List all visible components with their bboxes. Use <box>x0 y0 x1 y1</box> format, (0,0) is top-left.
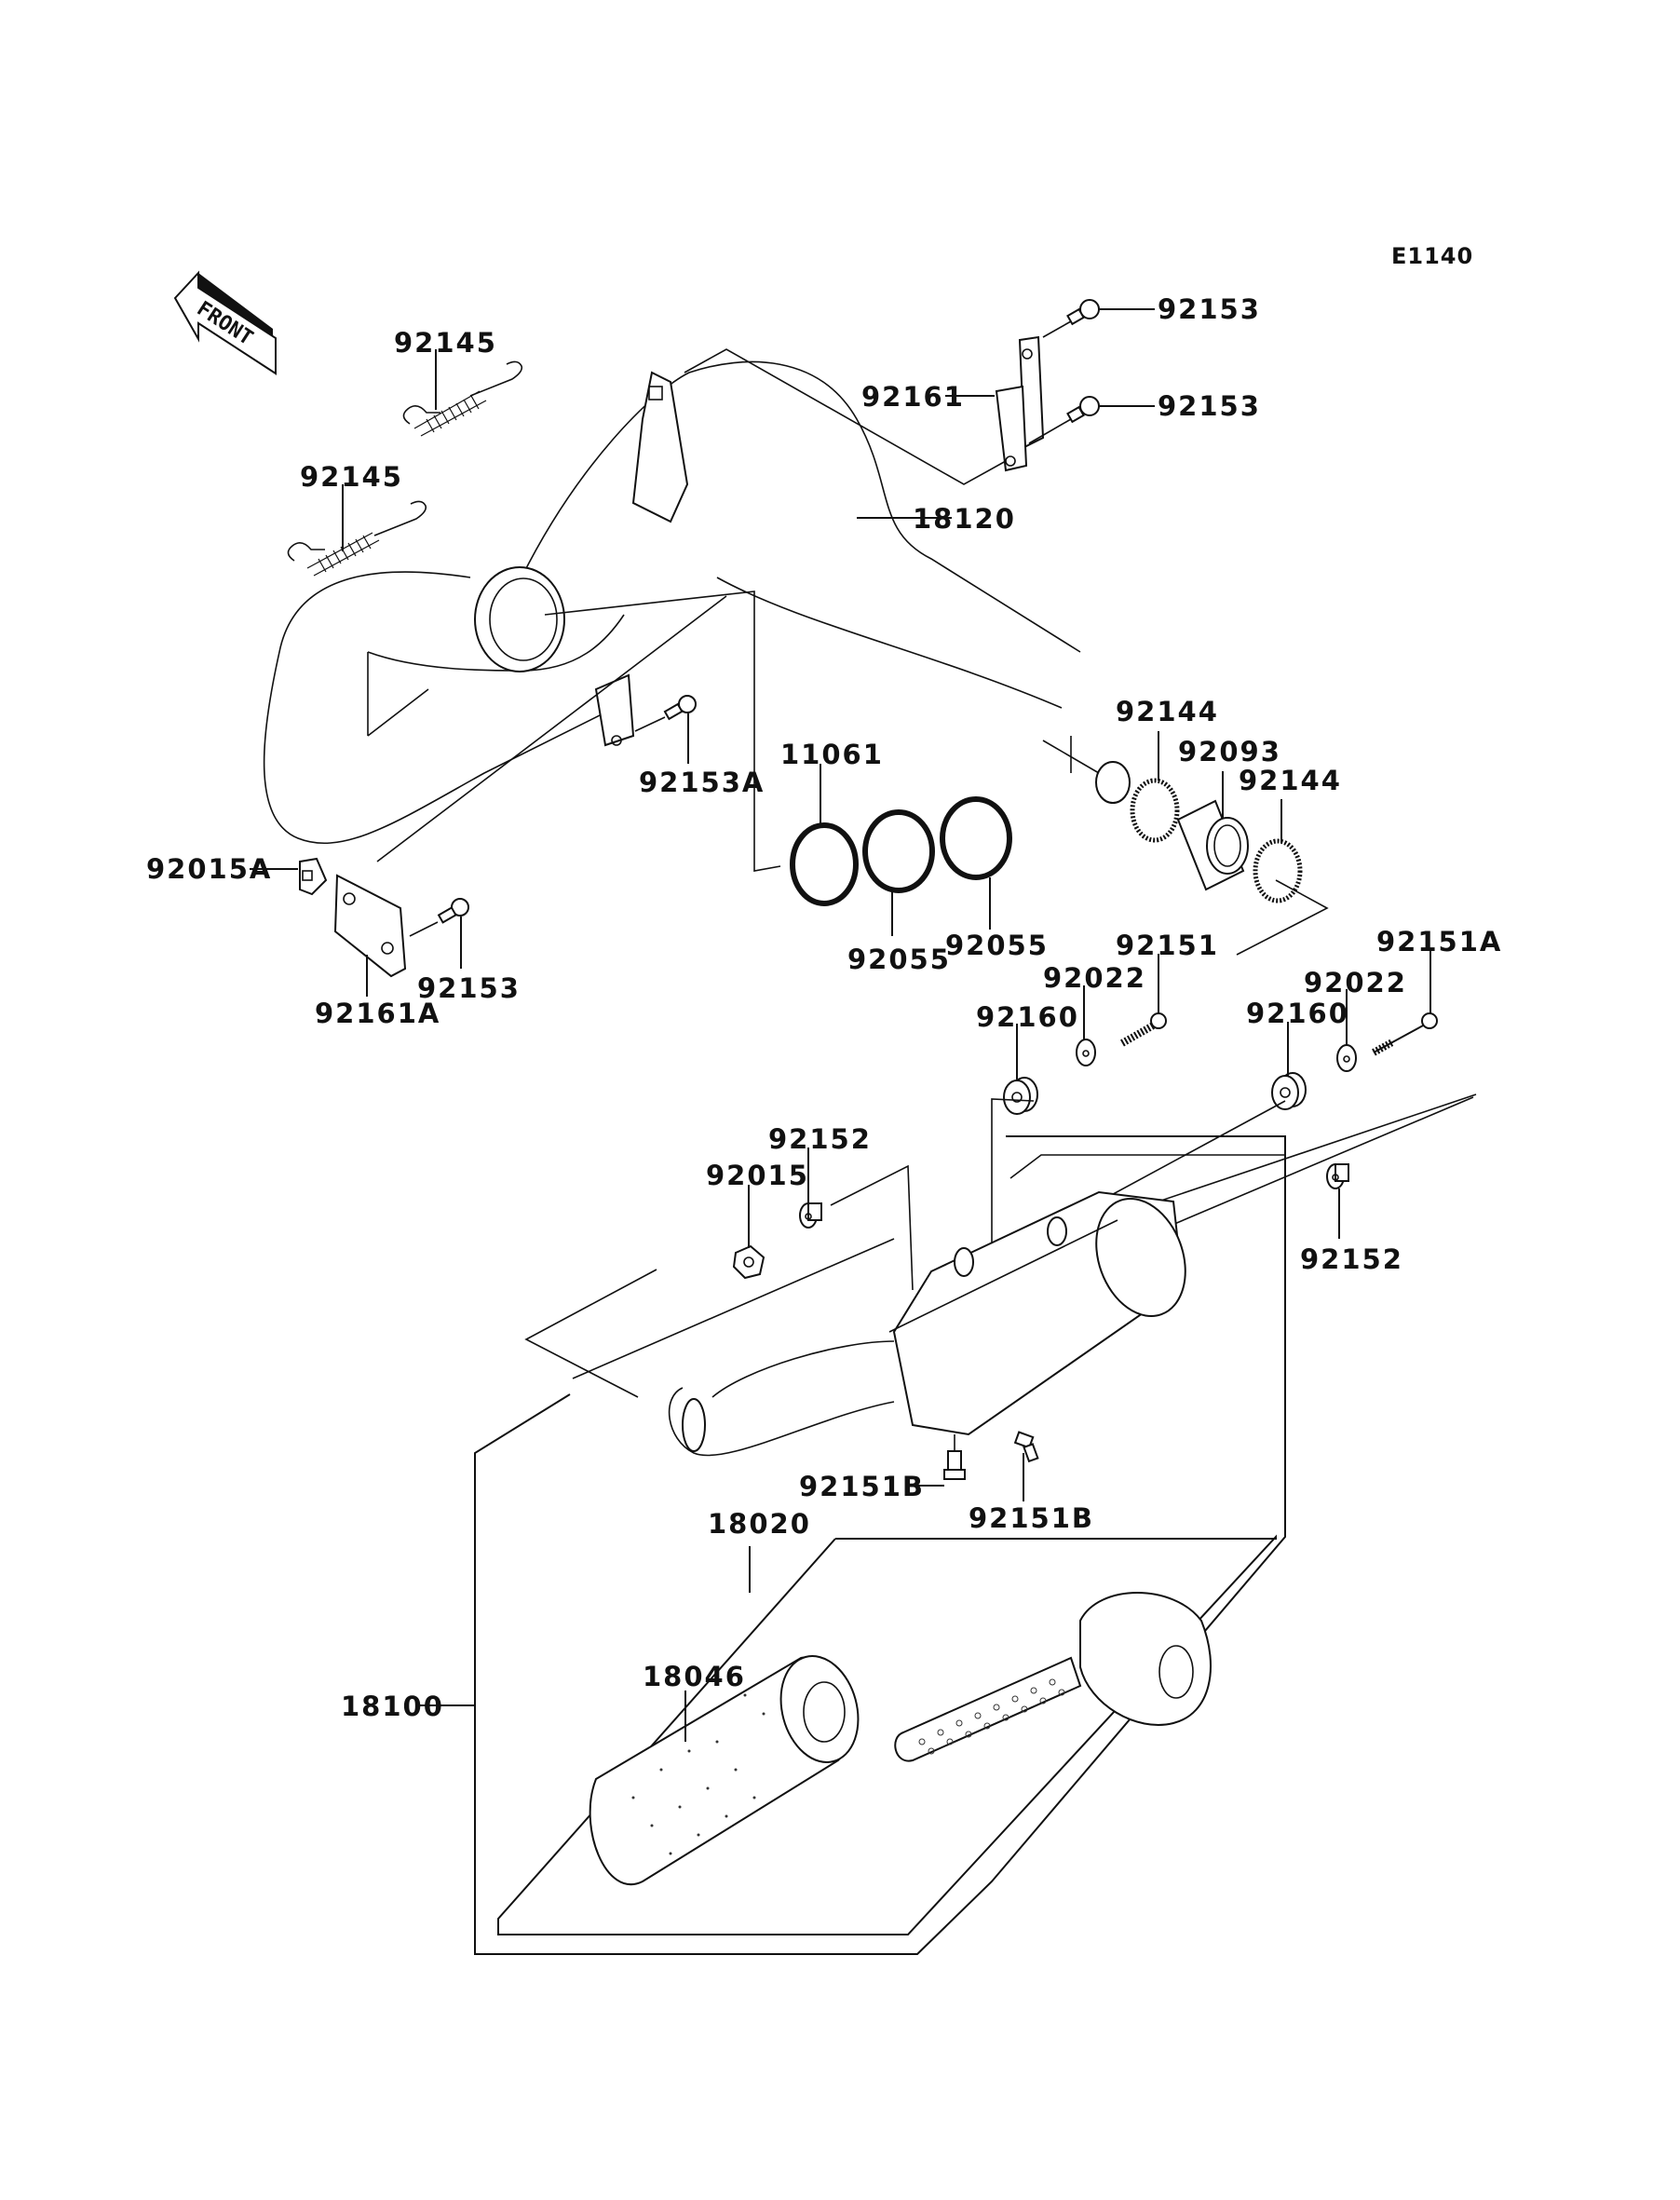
spring-lower[interactable] <box>287 500 427 577</box>
label-oring-a[interactable]: 92055 <box>847 944 951 975</box>
muffler-guideline-rear <box>1081 1100 1286 1212</box>
label-silencer-assy[interactable]: 18020 <box>708 1508 811 1540</box>
label-muffler-assy[interactable]: 18100 <box>341 1691 444 1722</box>
damper-rear[interactable] <box>1271 1072 1307 1110</box>
nut-muffler[interactable] <box>732 1244 765 1280</box>
collar-joint[interactable] <box>1176 799 1249 891</box>
label-exhaust-pipe[interactable]: 18120 <box>913 503 1016 535</box>
label-oring-b[interactable]: 92055 <box>945 930 1049 961</box>
part-labels: 92145 92145 92153 92153 92161 18120 9214… <box>146 293 1502 1722</box>
bracket-lower[interactable] <box>333 874 407 978</box>
inlet-guideline <box>544 591 781 872</box>
label-bolt-muffler-rear[interactable]: 92151A <box>1376 926 1502 957</box>
collar-front[interactable] <box>799 1202 822 1229</box>
label-bolt-lower-bracket[interactable]: 92153 <box>417 972 521 1004</box>
gasket[interactable] <box>790 822 859 906</box>
label-ring-spring-left[interactable]: 92144 <box>1116 696 1219 727</box>
pipe-bracket <box>594 673 635 747</box>
oring-a[interactable] <box>862 809 935 893</box>
pipe-hanger-tab <box>631 371 689 523</box>
washer-rear[interactable] <box>1336 1044 1357 1072</box>
label-bolt-muffler-front[interactable]: 92151 <box>1116 930 1219 961</box>
label-bracket-lower[interactable]: 92161A <box>315 998 440 1029</box>
packing-texture <box>631 1693 765 1855</box>
washer-front[interactable] <box>1076 1039 1096 1066</box>
nut-lower-left[interactable] <box>299 857 328 896</box>
label-bracket-upper[interactable]: 92161 <box>861 381 965 413</box>
oring-b[interactable] <box>940 796 1012 880</box>
muffler[interactable] <box>668 1187 1201 1457</box>
muffler-top-guideline <box>1009 1154 1285 1179</box>
label-collar-rear[interactable]: 92152 <box>1300 1243 1403 1275</box>
exhaust-pipe[interactable] <box>263 360 1131 845</box>
label-damper-rear[interactable]: 92160 <box>1246 998 1349 1029</box>
label-bolt-upper-bracket-bottom[interactable]: 92153 <box>1158 390 1261 422</box>
label-washer-rear[interactable]: 92022 <box>1304 967 1407 998</box>
label-ring-spring-right[interactable]: 92144 <box>1239 765 1342 796</box>
label-packing[interactable]: 18046 <box>643 1661 746 1692</box>
label-collar-joint[interactable]: 92093 <box>1178 736 1281 767</box>
label-bolt-muffler-bottom-b[interactable]: 92151B <box>969 1502 1094 1534</box>
label-bolt-muffler-bottom-a[interactable]: 92151B <box>799 1471 925 1502</box>
front-arrow-icon: FRONT <box>173 270 277 375</box>
label-bolt-upper-bracket-top[interactable]: 92153 <box>1158 293 1261 325</box>
bolt-muffler-bottom-b[interactable] <box>1013 1431 1039 1463</box>
damper-front[interactable] <box>1003 1077 1038 1115</box>
label-spring-lower[interactable]: 92145 <box>300 461 403 493</box>
bolt-muffler-rear[interactable] <box>1372 1012 1438 1056</box>
label-gasket[interactable]: 11061 <box>780 739 884 770</box>
label-spring-upper[interactable]: 92145 <box>394 327 497 359</box>
label-bolt-pipe-bracket[interactable]: 92153A <box>639 767 765 798</box>
pipe-guideline <box>524 1269 657 1398</box>
collar-front-guideline <box>830 1164 914 1291</box>
silencer-assy-box <box>497 1534 1277 1935</box>
pipe-guideline-2 <box>572 1238 895 1379</box>
ring-spring-right[interactable] <box>1253 838 1303 903</box>
bolt-muffler-front[interactable] <box>1120 1012 1167 1047</box>
bolt-muffler-bottom-a[interactable] <box>943 1450 966 1480</box>
lower-guideline <box>376 595 727 862</box>
label-collar-front[interactable]: 92152 <box>768 1123 872 1155</box>
end-cap[interactable] <box>1079 1592 1212 1726</box>
muffler-assy-box <box>474 1135 1286 1955</box>
bolt-lower-bracket[interactable] <box>409 898 469 937</box>
label-nut-muffler[interactable]: 92015 <box>706 1160 809 1191</box>
diagram-code: E1140 <box>1391 243 1473 269</box>
ring-spring-left[interactable] <box>1130 778 1180 843</box>
bolt-pipe-bracket[interactable] <box>634 695 697 732</box>
silencer-inner-pipe[interactable] <box>894 1656 1082 1762</box>
bolt-upper-bracket-top[interactable] <box>1042 299 1100 338</box>
bracket-upper-guideline <box>684 348 1007 485</box>
joint-guideline <box>1236 879 1329 956</box>
collar-rear[interactable] <box>1326 1163 1349 1189</box>
label-damper-front[interactable]: 92160 <box>976 1001 1079 1033</box>
spring-upper[interactable] <box>402 360 523 437</box>
bracket-upper[interactable] <box>995 335 1045 472</box>
label-nut-lower-left[interactable]: 92015A <box>146 853 272 885</box>
label-washer-front[interactable]: 92022 <box>1043 962 1146 994</box>
packing[interactable] <box>589 1648 870 1885</box>
